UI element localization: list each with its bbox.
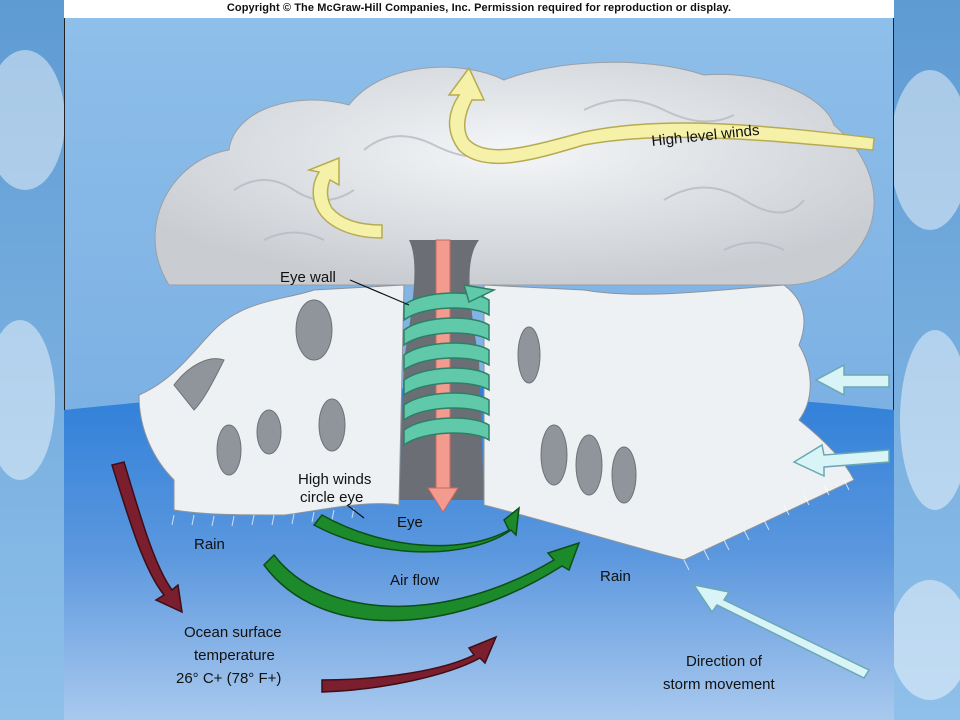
label-high-winds-line1: High winds	[298, 471, 371, 488]
label-air-flow: Air flow	[390, 572, 439, 589]
left-cloud-wall	[138, 284, 405, 516]
air-flow-arrows	[263, 506, 581, 622]
label-eye: Eye	[397, 514, 423, 531]
high-winds-leader	[346, 504, 365, 519]
eye-wall-spiral	[403, 284, 497, 447]
hurricane-diagram: High level winds Eye wall High winds cir…	[64, 0, 894, 720]
label-ocean-line3: 26° C+ (78° F+)	[176, 670, 281, 687]
label-rain-right: Rain	[600, 568, 631, 585]
label-ocean-line1: Ocean surface	[184, 624, 282, 641]
right-cloud-wall	[483, 284, 855, 561]
storm-direction-arrows	[692, 363, 890, 679]
label-high-winds-line2: circle eye	[300, 489, 363, 506]
label-rain-left: Rain	[194, 536, 225, 553]
label-ocean-line2: temperature	[194, 647, 275, 664]
warm-current-arrows	[111, 461, 498, 693]
high-level-wind-arrows	[306, 66, 875, 239]
eye-wall-leader	[349, 279, 410, 306]
cloud-canopy	[154, 61, 875, 286]
label-direction-line2: storm movement	[663, 676, 776, 693]
copyright-notice: Copyright © The McGraw-Hill Companies, I…	[226, 2, 732, 14]
label-eye-wall: Eye wall	[280, 269, 336, 286]
label-direction-line1: Direction of	[686, 653, 763, 670]
